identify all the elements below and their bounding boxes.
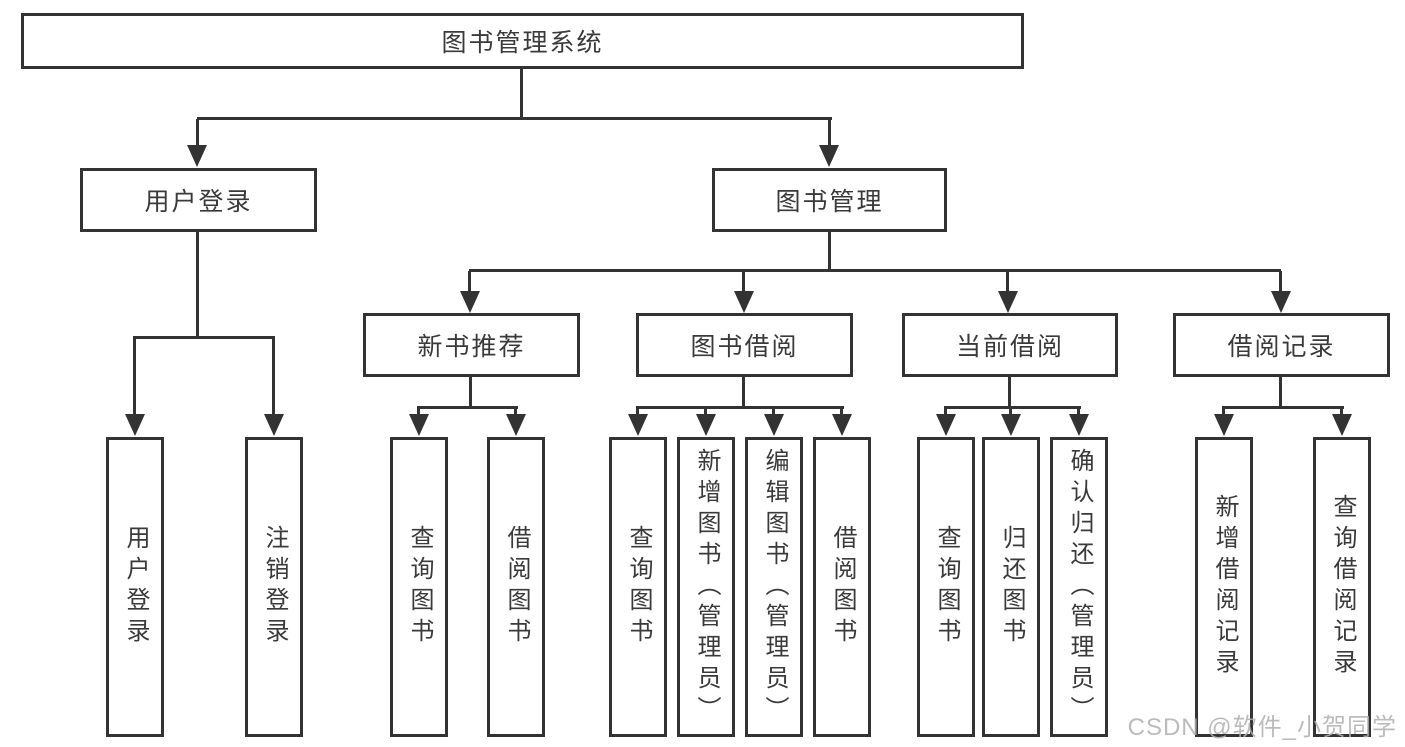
arrowhead-B2	[506, 414, 526, 436]
connector-groupE-stub	[1279, 377, 1282, 409]
node-root-label: 图书管理系统	[441, 29, 604, 57]
connector-l2-bar	[197, 117, 832, 120]
node-book-mgmt-label: 图书管理	[775, 188, 884, 216]
connector-groupD-stem-3	[1077, 407, 1080, 417]
node-root-system: 图书管理系统	[21, 13, 1024, 69]
leaf-query-borrow-record-label: 查询借阅记录	[1329, 494, 1356, 680]
connector-groupC-stem-2	[704, 407, 707, 417]
connector-l2-stem-right	[828, 119, 831, 149]
arrowhead-borrow-records	[1271, 291, 1291, 313]
arrowhead-D3	[1069, 414, 1089, 436]
leaf-borrow-book: 借阅图书	[813, 437, 871, 737]
connector-groupB-stem-2	[514, 407, 517, 417]
arrowhead-C4	[832, 414, 852, 436]
connector-l3-stem-newbook	[468, 271, 471, 295]
node-newbook-rec: 新书推荐	[363, 313, 580, 377]
connector-user-login-stem-1	[133, 338, 136, 418]
arrowhead-D2	[1001, 414, 1021, 436]
leaf-current-query-label: 查询图书	[933, 525, 960, 649]
arrowhead-B1	[409, 414, 429, 436]
leaf-return-book-label: 归还图书	[998, 525, 1025, 649]
connector-book-mgmt-stub	[828, 232, 831, 272]
node-user-login: 用户登录	[80, 168, 317, 232]
connector-groupB-bar	[417, 406, 518, 409]
node-book-mgmt: 图书管理	[712, 168, 947, 232]
leaf-user-login-label: 用户登录	[122, 525, 149, 649]
node-book-borrow: 图书借阅	[636, 313, 853, 377]
connector-groupE-bar	[1222, 406, 1344, 409]
node-newbook-rec-label: 新书推荐	[417, 333, 526, 361]
leaf-logout-label: 注销登录	[261, 525, 288, 649]
leaf-add-book-admin: 新增图书（管理员）	[677, 437, 735, 737]
connector-user-login-bar	[133, 336, 275, 339]
connector-groupE-stem-2	[1340, 407, 1343, 417]
arrowhead-book-borrow	[734, 291, 754, 313]
leaf-borrow-book-label: 借阅图书	[829, 525, 856, 649]
leaf-newbook-borrow-label: 借阅图书	[503, 525, 530, 649]
connector-groupD-stem-2	[1009, 407, 1012, 417]
node-borrow-records-label: 借阅记录	[1227, 333, 1336, 361]
node-book-borrow-label: 图书借阅	[690, 333, 799, 361]
leaf-borrow-query-label: 查询图书	[625, 525, 652, 649]
leaf-newbook-borrow: 借阅图书	[487, 437, 545, 737]
connector-l2-stem-left	[196, 119, 199, 149]
connector-groupC-stem-4	[840, 407, 843, 417]
arrowhead-book-mgmt	[819, 145, 839, 167]
connector-l3-bar	[469, 269, 1281, 272]
leaf-return-book: 归还图书	[982, 437, 1040, 737]
leaf-confirm-return-admin: 确认归还（管理员）	[1050, 437, 1108, 737]
leaf-edit-book-admin: 编辑图书（管理员）	[745, 437, 803, 737]
leaf-add-borrow-record: 新增借阅记录	[1195, 437, 1253, 737]
arrowhead-newbook-rec	[460, 291, 480, 313]
connector-l3-stem-current	[1006, 271, 1009, 295]
connector-user-login-stub	[196, 232, 199, 339]
connector-l3-stem-borrow	[742, 271, 745, 295]
connector-groupB-stub	[469, 377, 472, 409]
leaf-edit-book-admin-label: 编辑图书（管理员）	[761, 447, 788, 727]
arrowhead-login-leaf	[125, 414, 145, 436]
arrowhead-C1	[628, 414, 648, 436]
leaf-current-query: 查询图书	[917, 437, 975, 737]
leaf-newbook-query-label: 查询图书	[406, 525, 433, 649]
leaf-borrow-query: 查询图书	[609, 437, 667, 737]
connector-groupB-stem-1	[417, 407, 420, 417]
connector-groupD-bar	[944, 406, 1081, 409]
leaf-add-borrow-record-label: 新增借阅记录	[1211, 494, 1238, 680]
arrowhead-E1	[1214, 414, 1234, 436]
connector-groupC-stem-1	[636, 407, 639, 417]
connector-groupC-stem-3	[772, 407, 775, 417]
node-borrow-records: 借阅记录	[1173, 313, 1390, 377]
arrowhead-E2	[1332, 414, 1352, 436]
connector-groupE-stem-1	[1222, 407, 1225, 417]
connector-root-stub	[520, 69, 523, 119]
leaf-add-book-admin-label: 新增图书（管理员）	[693, 447, 720, 727]
leaf-query-borrow-record: 查询借阅记录	[1313, 437, 1371, 737]
arrowhead-C3	[764, 414, 784, 436]
connector-user-login-stem-2	[272, 338, 275, 418]
leaf-logout: 注销登录	[245, 437, 303, 737]
connector-groupD-stem-1	[944, 407, 947, 417]
arrowhead-logout-leaf	[264, 414, 284, 436]
connector-groupD-stub	[1008, 377, 1011, 409]
arrowhead-C2	[696, 414, 716, 436]
leaf-newbook-query: 查询图书	[390, 437, 448, 737]
node-current-borrow: 当前借阅	[902, 313, 1118, 377]
arrowhead-D1	[936, 414, 956, 436]
arrowhead-user-login	[187, 145, 207, 167]
connector-groupC-bar	[636, 406, 844, 409]
connector-l3-stem-records	[1279, 271, 1282, 295]
node-current-borrow-label: 当前借阅	[955, 333, 1064, 361]
connector-groupC-stub	[742, 377, 745, 409]
leaf-confirm-return-admin-label: 确认归还（管理员）	[1066, 447, 1093, 727]
node-user-login-label: 用户登录	[144, 188, 253, 216]
arrowhead-current-borrow	[998, 291, 1018, 313]
leaf-user-login: 用户登录	[106, 437, 164, 737]
